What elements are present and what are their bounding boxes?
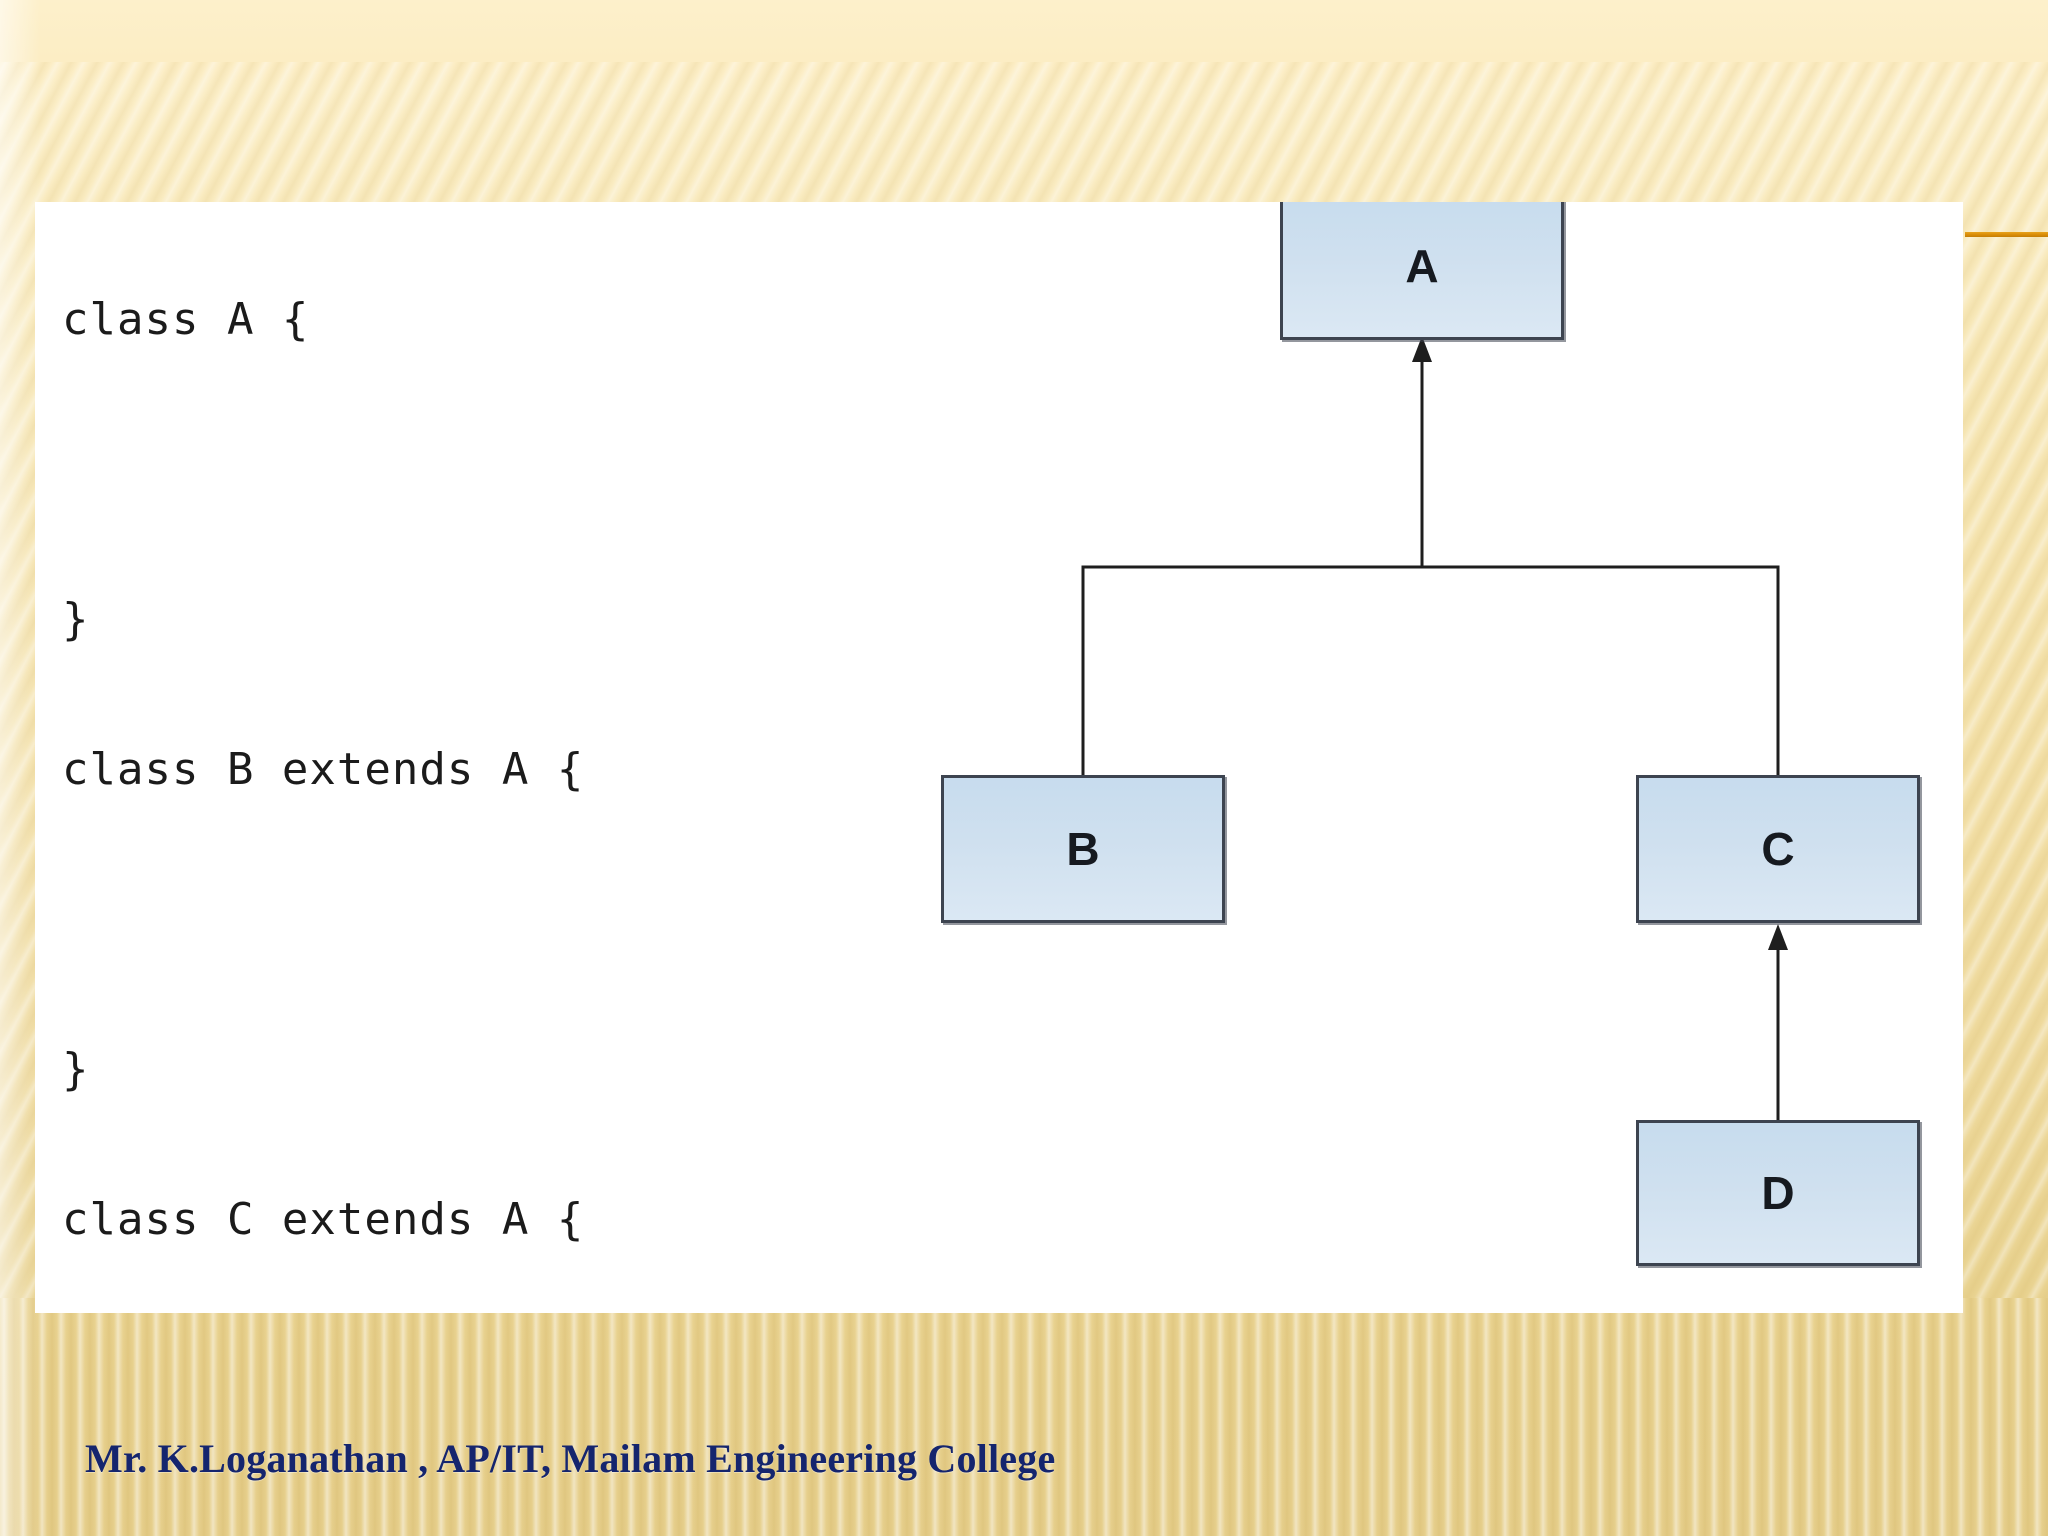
code-listing: class A { } class B extends A { } class … <box>62 210 942 1313</box>
class-node-b-label: B <box>1066 823 1100 875</box>
class-node-d-label: D <box>1761 1167 1795 1219</box>
content-panel: class A { } class B extends A { } class … <box>35 202 1963 1313</box>
accent-rule <box>1965 232 2048 237</box>
background-left-highlight <box>0 0 40 1536</box>
code-line: class C extends A { <box>62 1194 585 1245</box>
code-line: class B extends A { <box>62 744 585 795</box>
arrowhead-to-c-icon <box>1768 924 1788 950</box>
class-node-b[interactable]: B <box>941 775 1225 923</box>
class-node-a[interactable]: A <box>1280 202 1564 340</box>
class-hierarchy-diagram: A B C D <box>35 202 1963 1313</box>
class-node-a-label: A <box>1405 240 1439 292</box>
class-node-c-label: C <box>1761 823 1795 875</box>
code-line: class A { <box>62 294 310 345</box>
background-vertical-texture <box>0 1298 2048 1536</box>
class-node-c[interactable]: C <box>1636 775 1920 923</box>
slide-footer: Mr. K.Loganathan , AP/IT, Mailam Enginee… <box>85 1436 1056 1481</box>
edge-bus <box>1081 565 1780 775</box>
code-line: } <box>62 594 90 645</box>
code-line: } <box>62 1044 90 1095</box>
class-node-d[interactable]: D <box>1636 1120 1920 1266</box>
